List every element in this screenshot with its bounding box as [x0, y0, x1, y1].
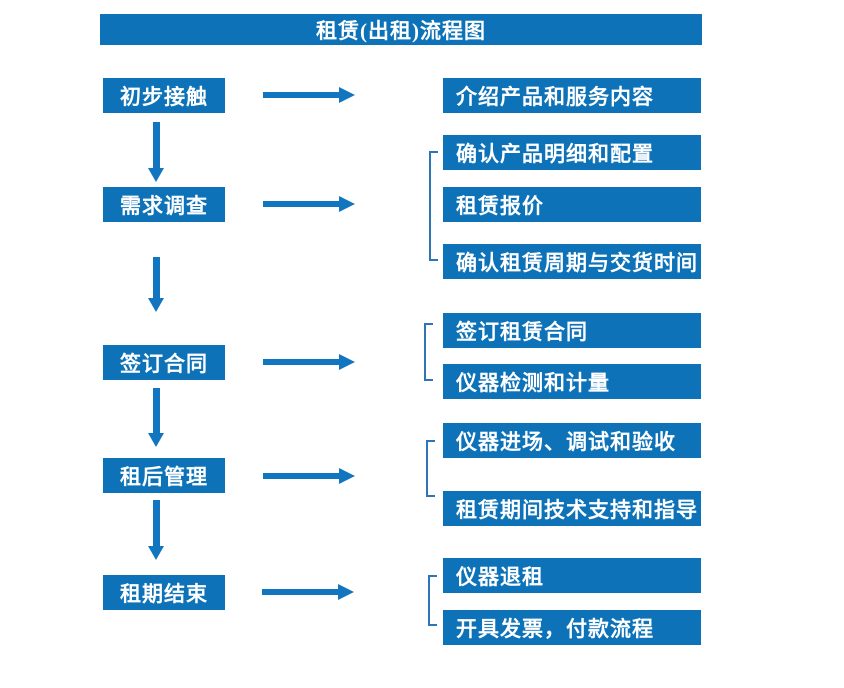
step-box-initial-contact: 初步接触	[103, 78, 225, 113]
detail-box-invoice-payment: 开具发票，付款流程	[443, 610, 701, 645]
flowchart-title: 租赁(出租)流程图	[100, 14, 702, 45]
detail-box-confirm-product-details: 确认产品明细和配置	[443, 135, 701, 170]
arrow-shaft	[263, 473, 339, 479]
arrow-shaft	[153, 388, 160, 433]
arrow-shaft	[263, 201, 339, 207]
arrow-shaft	[153, 257, 160, 298]
detail-box-sign-rental-contract: 签订租赁合同	[443, 313, 701, 348]
arrow-head	[148, 168, 164, 182]
arrow-head	[339, 468, 355, 484]
detail-box-introduce-products: 介绍产品和服务内容	[443, 78, 701, 113]
arrow-head	[339, 196, 355, 212]
arrow-head	[339, 354, 355, 370]
arrow-shaft	[263, 359, 339, 365]
detail-box-tech-support: 租赁期间技术支持和指导	[443, 491, 701, 526]
group-bracket	[428, 575, 437, 626]
arrow-shaft	[153, 500, 160, 546]
detail-box-instrument-testing: 仪器检测和计量	[443, 364, 701, 399]
group-bracket	[424, 323, 433, 381]
arrow-head	[338, 584, 354, 600]
group-bracket	[429, 151, 438, 261]
step-box-demand-survey: 需求调查	[103, 187, 225, 222]
detail-box-rental-quote: 租赁报价	[443, 187, 701, 222]
arrow-shaft	[262, 589, 338, 595]
step-box-rental-end: 租期结束	[103, 575, 225, 610]
group-bracket	[426, 440, 435, 497]
arrow-head	[339, 87, 355, 103]
detail-box-instrument-setup: 仪器进场、调试和验收	[443, 423, 701, 458]
detail-box-instrument-return: 仪器退租	[443, 558, 701, 593]
arrow-head	[148, 433, 164, 447]
arrow-head	[148, 298, 164, 312]
detail-box-confirm-rental-period: 确认租赁周期与交货时间	[443, 244, 701, 279]
arrow-head	[148, 546, 164, 560]
arrow-shaft	[263, 92, 339, 98]
step-box-sign-contract: 签订合同	[103, 345, 225, 380]
step-box-post-rental-management: 租后管理	[103, 458, 225, 493]
arrow-shaft	[153, 122, 160, 168]
